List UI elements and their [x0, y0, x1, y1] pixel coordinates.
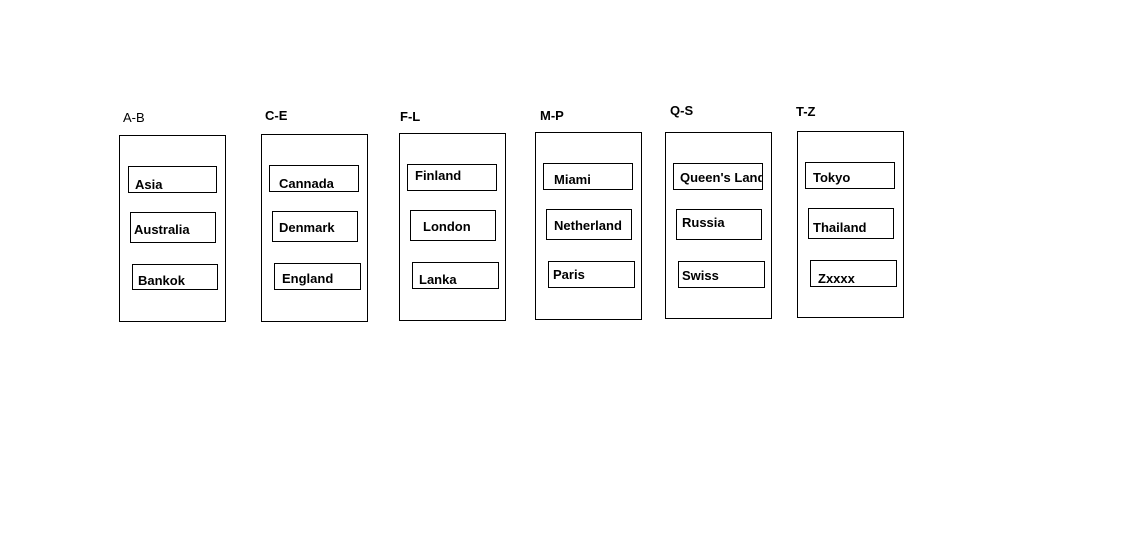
item-label: Lanka	[419, 272, 457, 287]
list-item-queens-land[interactable]: Queen's Land	[673, 163, 763, 190]
list-item-cannada[interactable]: Cannada	[269, 165, 359, 192]
list-item-miami[interactable]: Miami	[543, 163, 633, 190]
group-label-t-z: T-Z	[796, 104, 816, 119]
list-item-paris[interactable]: Paris	[548, 261, 635, 288]
list-item-england[interactable]: England	[274, 263, 361, 290]
item-label: Netherland	[554, 218, 622, 233]
group-label-a-b: A-B	[123, 110, 145, 125]
group-column-m-p: Miami Netherland Paris	[535, 132, 642, 320]
group-column-f-l: Finland London Lanka	[399, 133, 506, 321]
list-item-russia[interactable]: Russia	[676, 209, 762, 240]
list-item-asia[interactable]: Asia	[128, 166, 217, 193]
item-label: Russia	[682, 215, 725, 230]
group-column-t-z: Tokyo Thailand Zxxxx	[797, 131, 904, 318]
list-item-london[interactable]: London	[410, 210, 496, 241]
item-label: Queen's Land	[680, 170, 763, 185]
group-column-q-s: Queen's Land Russia Swiss	[665, 132, 772, 319]
item-label: Zxxxx	[818, 271, 855, 286]
list-item-netherland[interactable]: Netherland	[546, 209, 632, 240]
list-item-thailand[interactable]: Thailand	[808, 208, 894, 239]
group-label-f-l: F-L	[400, 109, 421, 124]
item-label: Swiss	[682, 268, 719, 283]
list-item-australia[interactable]: Australia	[130, 212, 216, 243]
item-label: Cannada	[279, 176, 334, 191]
item-label: Finland	[415, 168, 462, 183]
item-label: Bankok	[138, 273, 185, 288]
list-item-tokyo[interactable]: Tokyo	[805, 162, 895, 189]
list-item-finland[interactable]: Finland	[407, 164, 497, 191]
group-column-a-b: Asia Australia Bankok	[119, 135, 226, 322]
item-label: Miami	[554, 172, 591, 187]
list-item-lanka[interactable]: Lanka	[412, 262, 499, 289]
group-label-c-e: C-E	[265, 108, 288, 123]
list-item-denmark[interactable]: Denmark	[272, 211, 358, 242]
group-label-m-p: M-P	[540, 108, 564, 123]
item-label: Paris	[553, 267, 585, 282]
item-label: England	[282, 271, 334, 286]
item-label: Asia	[135, 177, 163, 192]
item-label: Australia	[134, 222, 190, 237]
item-label: Tokyo	[813, 170, 851, 185]
list-item-zxxxx[interactable]: Zxxxx	[810, 260, 897, 287]
item-label: Thailand	[813, 220, 867, 235]
group-label-q-s: Q-S	[670, 103, 694, 118]
group-column-c-e: Cannada Denmark England	[261, 134, 368, 322]
item-label: Denmark	[279, 220, 335, 235]
list-item-bankok[interactable]: Bankok	[132, 264, 218, 290]
item-label: London	[423, 219, 471, 234]
list-item-swiss[interactable]: Swiss	[678, 261, 765, 288]
